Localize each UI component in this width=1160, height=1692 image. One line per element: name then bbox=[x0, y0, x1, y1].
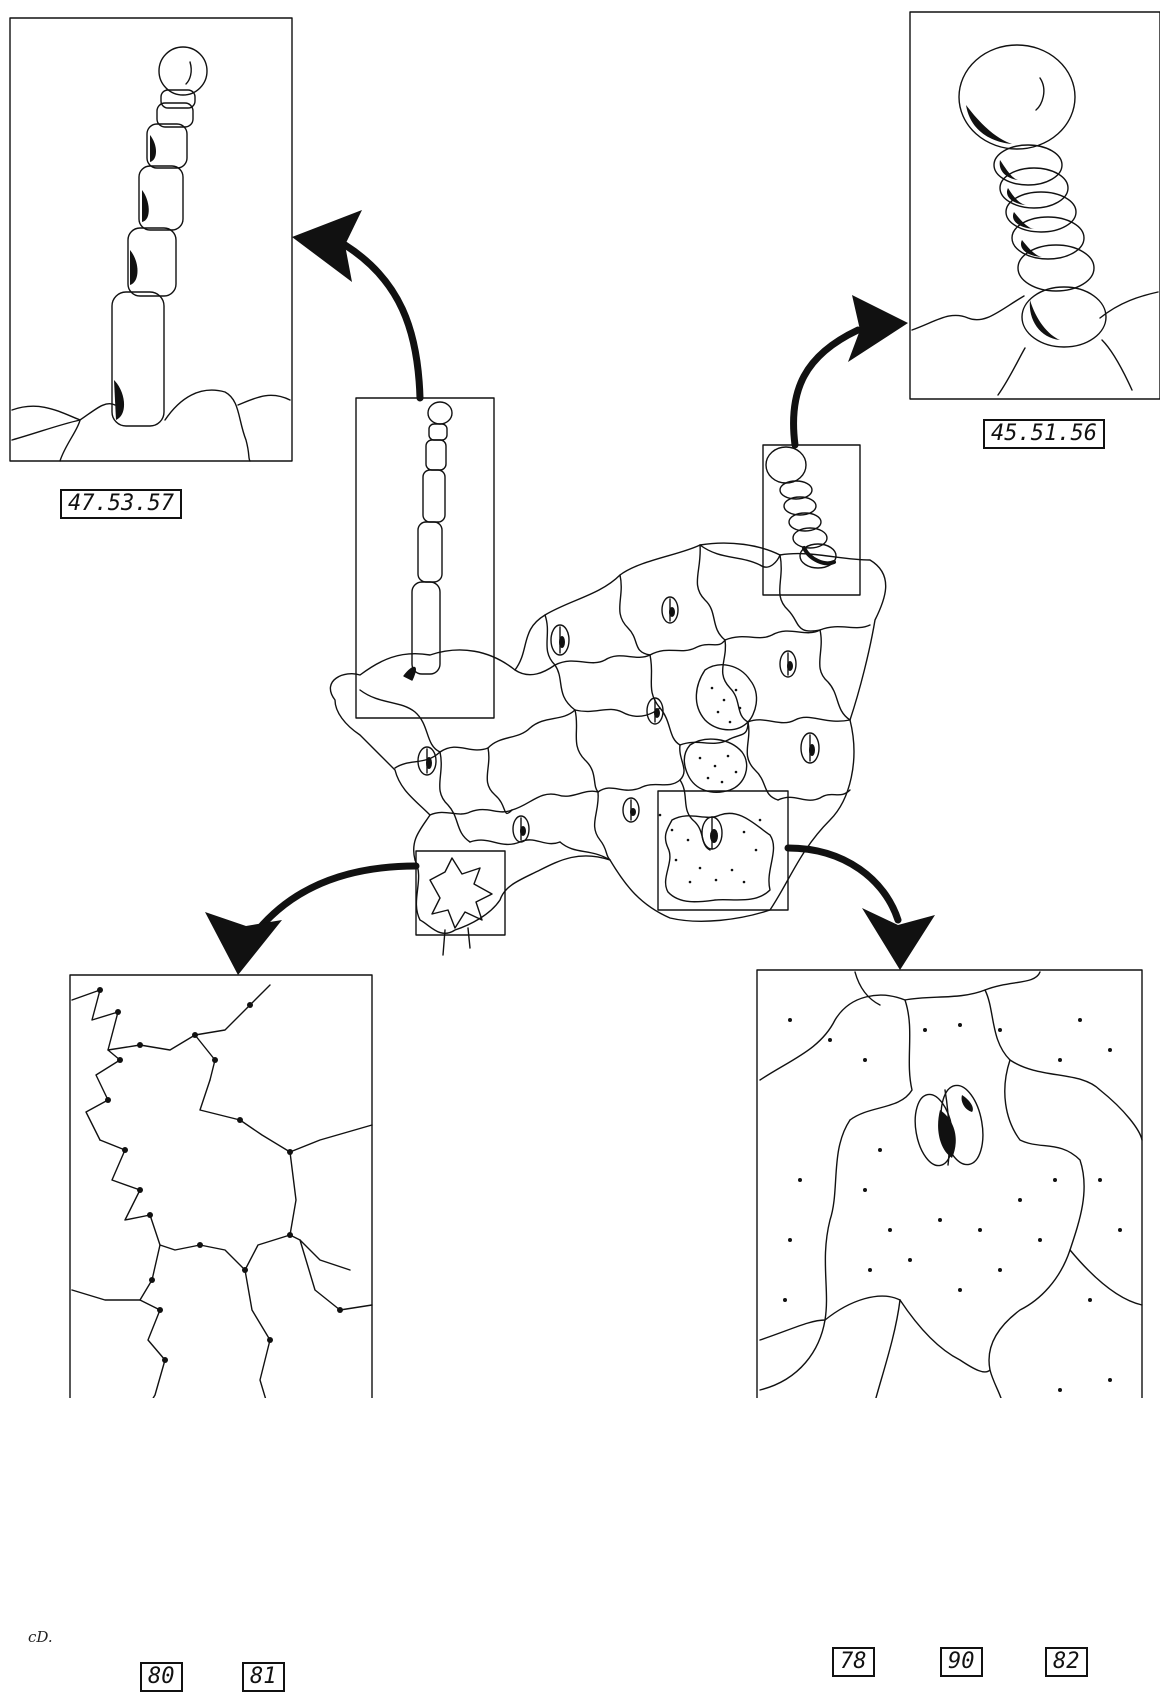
panel-short-hair-enlarged bbox=[910, 12, 1160, 399]
panel-stellate-cells-enlarged bbox=[70, 975, 372, 1398]
label-top-left: 47.53.57 bbox=[60, 489, 182, 519]
trichome-icon bbox=[412, 402, 452, 674]
wall-thickening-dots bbox=[97, 987, 343, 1398]
artist-signature: cD. bbox=[28, 1628, 53, 1646]
trichome-icon bbox=[766, 447, 836, 568]
label-top-right: 45.51.56 bbox=[983, 419, 1105, 449]
trichome-icon bbox=[959, 45, 1106, 347]
label-bottom-left-2: 81 bbox=[242, 1662, 285, 1692]
label-bottom-right-1: 78 bbox=[832, 1647, 875, 1677]
label-bottom-right-3: 82 bbox=[1045, 1647, 1088, 1677]
stipple-dots bbox=[659, 687, 762, 884]
central-epidermis-fragment bbox=[330, 543, 885, 933]
botanical-illustration bbox=[0, 0, 1160, 1398]
inset-box-short-hair bbox=[763, 445, 860, 595]
panel-long-hair-enlarged bbox=[10, 18, 292, 461]
label-bottom-right-2: 90 bbox=[940, 1647, 983, 1677]
stellate-cell bbox=[430, 858, 492, 928]
stipple-dots bbox=[783, 1018, 1122, 1398]
inset-box-stellate-cells bbox=[416, 851, 505, 935]
curved-arrow-icon bbox=[205, 210, 935, 975]
trichome-icon bbox=[112, 47, 207, 426]
inset-box-long-hair bbox=[356, 398, 494, 718]
label-bottom-left-1: 80 bbox=[140, 1662, 183, 1692]
